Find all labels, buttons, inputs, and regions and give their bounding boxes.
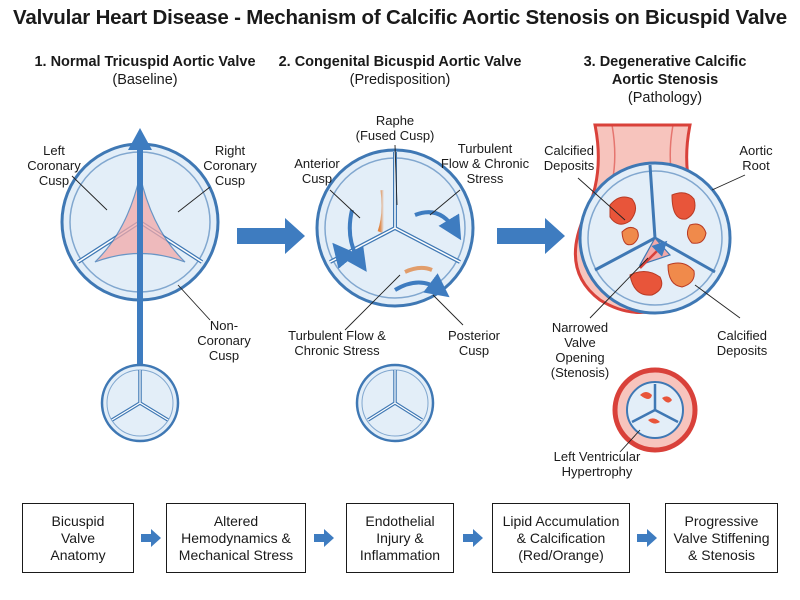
label-posterior-cusp: Posterior Cusp xyxy=(447,328,501,358)
label-anterior-cusp: Anterior Cusp xyxy=(294,156,340,186)
panel-2-heading: 2. Congenital Bicuspid Aortic Valve (Pre… xyxy=(265,53,535,89)
panel-3-title-line1: 3. Degenerative Calcific xyxy=(583,54,747,70)
lvh-valve-small xyxy=(612,367,698,453)
label-turbulent-flow-bottom: Turbulent Flow & Chronic Stress xyxy=(288,328,386,358)
flow-step-altered-hemodynamics: Altered Hemodynamics & Mechanical Stress xyxy=(166,503,306,573)
panel-2-subtitle: (Predisposition) xyxy=(349,72,451,88)
panel-1-heading: 1. Normal Tricuspid Aortic Valve (Baseli… xyxy=(15,53,275,89)
tricuspid-valve-large xyxy=(60,128,220,368)
label-raphe: Raphe (Fused Cusp) xyxy=(355,113,435,143)
flow-step-progressive-stenosis: Progressive Valve Stiffening & Stenosis xyxy=(665,503,778,573)
flow-step-lipid-calcification: Lipid Accumulation & Calcification (Red/… xyxy=(492,503,630,573)
label-narrowed-valve-opening: Narrowed Valve Opening (Stenosis) xyxy=(550,320,610,380)
panel-3-subtitle: (Pathology) xyxy=(627,90,703,106)
blood-flow-arrowhead xyxy=(128,128,152,150)
page-title: Valvular Heart Disease - Mechanism of Ca… xyxy=(13,6,787,29)
panel-1-subtitle: (Baseline) xyxy=(112,72,178,88)
label-right-coronary-cusp: Right Coronary Cusp xyxy=(203,143,257,188)
bicuspid-valve-small xyxy=(355,363,435,443)
panel-2-title: 2. Congenital Bicuspid Aortic Valve xyxy=(278,54,522,70)
label-non-coronary-cusp: Non- Coronary Cusp xyxy=(197,318,251,363)
label-calcified-deposits-top: Calcified Deposits xyxy=(543,143,595,173)
label-left-coronary-cusp: Left Coronary Cusp xyxy=(27,143,81,188)
flow-step-endothelial-injury: Endothelial Injury & Inflammation xyxy=(346,503,454,573)
flow-arrow-3 xyxy=(463,529,483,547)
flow-arrow-2 xyxy=(314,529,334,547)
tricuspid-valve-small xyxy=(100,363,180,443)
panel-2-pointers xyxy=(329,144,464,331)
flow-arrow-4 xyxy=(637,529,657,547)
panel-transition-arrow-1 xyxy=(237,218,305,254)
calcified-valve-large xyxy=(578,161,732,315)
label-left-ventricular-hypertrophy: Left Ventricular Hypertrophy xyxy=(553,449,641,479)
panel-3-heading: 3. Degenerative Calcific Aortic Stenosis… xyxy=(555,53,775,107)
panel-transition-arrow-2 xyxy=(497,218,565,254)
panel-1-title: 1. Normal Tricuspid Aortic Valve xyxy=(34,54,256,70)
label-turbulent-flow-top: Turbulent Flow & Chronic Stress xyxy=(440,141,530,186)
panel-3-pointers xyxy=(577,174,746,453)
label-aortic-root: Aortic Root xyxy=(739,143,773,173)
flow-step-bicuspid-anatomy: Bicuspid Valve Anatomy xyxy=(22,503,134,573)
label-calcified-deposits-bottom: Calcified Deposits xyxy=(716,328,768,358)
panel-1-pointers xyxy=(71,175,211,321)
panel-3-title-line2: Aortic Stenosis xyxy=(611,72,719,88)
flow-arrow-1 xyxy=(141,529,161,547)
